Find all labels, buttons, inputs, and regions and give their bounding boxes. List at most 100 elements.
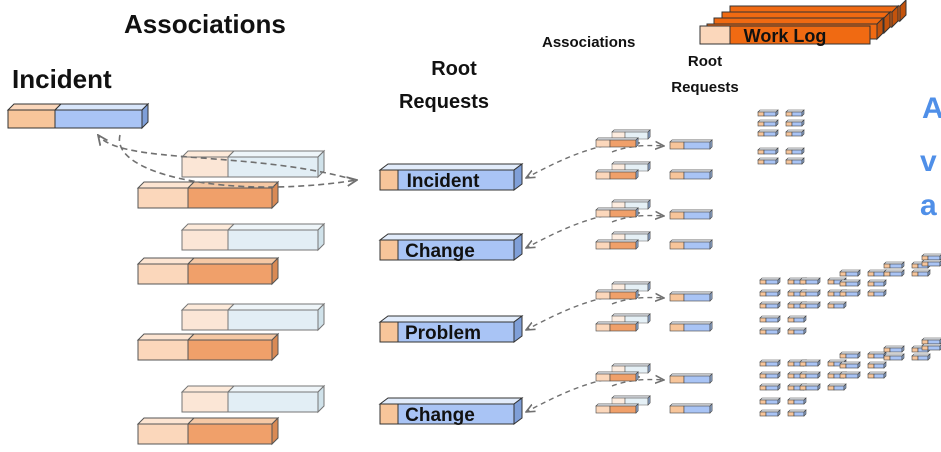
tiny-bar — [883, 269, 905, 277]
tiny-bar — [867, 269, 887, 277]
tiny-bar — [799, 383, 821, 391]
root-requests-heading-line2: Requests — [399, 91, 489, 113]
tiny-bar — [883, 261, 905, 269]
association-bar — [136, 416, 280, 446]
tiny-bar — [759, 289, 781, 297]
association-bar — [136, 180, 280, 210]
tiny-bar — [827, 301, 847, 309]
tiny-bar — [759, 371, 781, 379]
tiny-bar — [921, 337, 941, 345]
tiny-bar — [839, 269, 861, 277]
incident-bar — [6, 102, 150, 130]
tiny-bar — [921, 343, 941, 351]
tiny-bar — [799, 301, 821, 309]
tiny-bar — [757, 119, 779, 127]
small-association-bar — [595, 207, 639, 218]
tiny-bar — [867, 351, 887, 359]
small-root-request-bar — [669, 373, 713, 384]
associations-heading: Associations — [124, 9, 286, 39]
root-request-incident: Incident — [378, 163, 524, 192]
tiny-bar — [883, 353, 905, 361]
root-requests-small-line2: Requests — [671, 79, 739, 96]
small-association-bar — [611, 395, 651, 406]
tiny-bar — [757, 157, 779, 165]
tiny-bar — [921, 259, 941, 267]
tiny-bar — [787, 397, 807, 405]
association-bar — [136, 256, 280, 286]
root-request-change: Change — [378, 233, 524, 262]
tiny-bar — [839, 351, 861, 359]
root-requests-small-line1: Root — [688, 53, 722, 70]
root-request-change-2: Change — [378, 397, 524, 426]
side-text-2: v — [920, 145, 937, 178]
tiny-request-bars — [757, 109, 941, 417]
tiny-bar — [867, 279, 887, 287]
tiny-bar — [759, 327, 781, 335]
root-request-label: Incident — [407, 171, 481, 192]
tiny-bar — [785, 147, 805, 155]
root-requests-heading-line1: Root — [431, 58, 477, 80]
tiny-bar — [785, 109, 805, 117]
small-association-bar — [595, 321, 639, 332]
tiny-bar — [911, 269, 931, 277]
tiny-bar — [787, 315, 807, 323]
tiny-bar — [799, 359, 821, 367]
small-root-request-bar — [669, 209, 713, 220]
side-text-1: A — [922, 92, 941, 125]
work-log-stack: Work Log — [699, 0, 907, 46]
tiny-bar — [785, 119, 805, 127]
tiny-bar — [759, 315, 781, 323]
tiny-bar — [799, 371, 821, 379]
association-bars-left — [136, 149, 326, 446]
side-text-3: a — [920, 189, 937, 222]
association-bar — [180, 384, 326, 414]
tiny-bar — [759, 383, 781, 391]
small-association-bars — [595, 129, 651, 414]
small-association-bar — [595, 137, 639, 148]
tiny-bar — [759, 359, 781, 367]
small-root-request-bar — [669, 239, 713, 250]
tiny-bar — [785, 157, 805, 165]
tiny-bar — [839, 361, 861, 369]
work-log-label: Work Log — [744, 26, 827, 46]
small-root-request-bar — [669, 169, 713, 180]
association-bar — [180, 302, 326, 332]
tiny-bar — [757, 109, 779, 117]
association-bar — [136, 332, 280, 362]
small-root-request-bar — [669, 403, 713, 414]
tiny-bar — [787, 327, 807, 335]
small-association-bar — [595, 169, 639, 180]
small-root-request-bar — [669, 291, 713, 302]
association-bar — [180, 222, 326, 252]
tiny-bar — [759, 397, 781, 405]
association-arrows-left — [98, 135, 357, 188]
tiny-bar — [911, 353, 931, 361]
small-root-request-bar — [669, 139, 713, 150]
root-request-problem: Problem — [378, 315, 524, 344]
small-association-bar — [595, 289, 639, 300]
tiny-bar — [867, 361, 887, 369]
small-root-request-bar — [669, 321, 713, 332]
tiny-bar — [827, 383, 847, 391]
root-request-label: Problem — [405, 323, 481, 344]
tiny-bar — [921, 253, 941, 261]
tiny-bar — [867, 289, 887, 297]
tiny-bar — [839, 289, 861, 297]
root-request-bars: Incident Change Problem Change — [378, 163, 524, 426]
tiny-bar — [785, 129, 805, 137]
small-association-bar — [611, 281, 651, 292]
tiny-bar — [759, 409, 781, 417]
tiny-bar — [867, 371, 887, 379]
tiny-bar — [839, 371, 861, 379]
tiny-bar — [757, 129, 779, 137]
root-request-label: Change — [405, 405, 475, 426]
tiny-bar — [757, 147, 779, 155]
small-association-bar — [595, 239, 639, 250]
tiny-bar — [799, 289, 821, 297]
associations-small-heading: Associations — [542, 34, 635, 51]
tiny-bar — [759, 277, 781, 285]
root-request-label: Change — [405, 241, 475, 262]
small-association-bar — [595, 371, 639, 382]
